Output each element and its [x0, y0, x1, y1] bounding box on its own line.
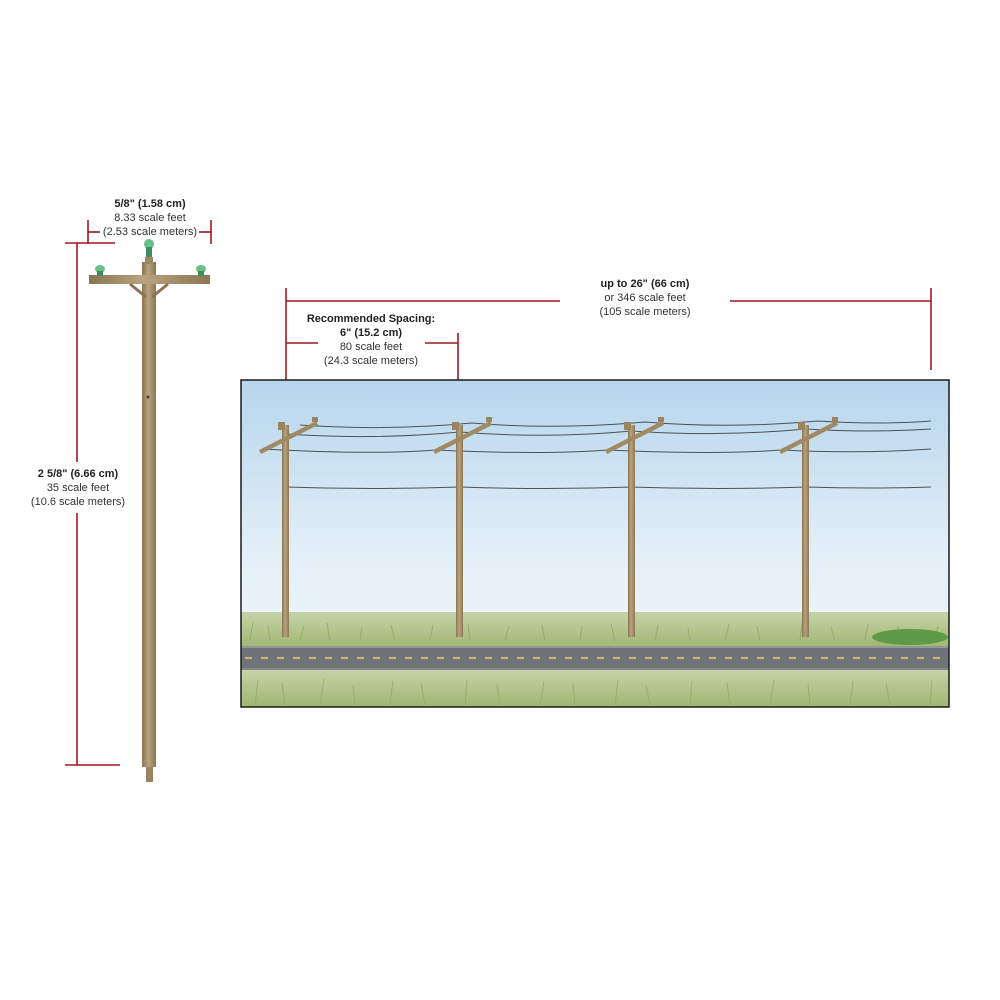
scene-pole-1	[259, 417, 318, 637]
spacing-main: 6" (15.2 cm)	[339, 327, 403, 339]
spacing-title: Recommended Spacing:	[306, 313, 436, 325]
pole-height-label: 2 5/8" (6.66 cm) 35 scale feet (10.6 sca…	[18, 467, 138, 509]
crossarm-width-meters: (2.53 scale meters)	[102, 226, 198, 238]
scene-pole-4	[779, 417, 838, 637]
total-run-main: up to 26" (66 cm)	[600, 278, 690, 290]
crossarm-brace	[129, 282, 169, 299]
scene-border	[240, 379, 950, 708]
pole-height-main: 2 5/8" (6.66 cm)	[37, 468, 119, 480]
spacing-label: Recommended Spacing: 6" (15.2 cm) 80 sca…	[286, 312, 456, 368]
spacing-meters: (24.3 scale meters)	[323, 355, 419, 367]
total-run-label: up to 26" (66 cm) or 346 scale feet (105…	[560, 277, 730, 319]
scene-pole-3	[605, 417, 664, 637]
total-run-feet: or 346 scale feet	[604, 292, 686, 304]
pole-height-feet: 35 scale feet	[46, 482, 110, 494]
pole-shaft	[142, 262, 156, 767]
scene-panel	[240, 379, 950, 708]
crossarm-width-feet: 8.33 scale feet	[114, 212, 186, 224]
total-run-meters: (105 scale meters)	[599, 306, 691, 318]
crossarm-width-label: 5/8" (1.58 cm) 8.33 scale feet (2.53 sca…	[95, 197, 205, 239]
single-pole	[89, 239, 210, 782]
scene-pole-2	[433, 417, 492, 637]
insulator-top-icon	[144, 239, 154, 249]
grass-front	[241, 670, 949, 707]
crossarm-width-main: 5/8" (1.58 cm)	[114, 198, 186, 210]
crossarm	[89, 275, 210, 284]
grass-back	[241, 612, 949, 648]
shrub	[872, 629, 948, 645]
dimension-lines	[65, 220, 932, 766]
spacing-feet: 80 scale feet	[339, 341, 403, 353]
pole-height-meters: (10.6 scale meters)	[30, 496, 126, 508]
pole-base-tip	[146, 767, 153, 782]
